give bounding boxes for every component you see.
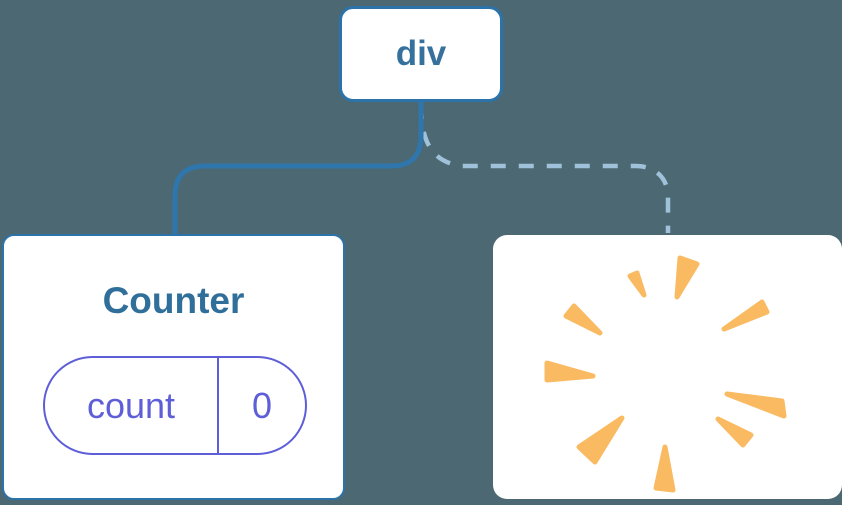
root-node-div: div xyxy=(339,6,503,102)
root-node-label: div xyxy=(395,34,447,73)
poof-ray xyxy=(563,303,603,336)
poof-ray xyxy=(674,255,700,300)
destroyed-component-card xyxy=(493,235,842,499)
poof-ray xyxy=(724,391,787,419)
poof-ray xyxy=(653,444,676,493)
state-pill-divider xyxy=(217,358,219,453)
dashed-connector-line xyxy=(418,103,671,233)
state-value: 0 xyxy=(251,384,273,426)
poof-ray xyxy=(627,270,647,298)
counter-component-card: Counter count 0 xyxy=(2,234,345,500)
poof-icon xyxy=(544,255,787,493)
poof-ray xyxy=(544,360,596,383)
solid-connector-line xyxy=(172,100,424,234)
poof-ray xyxy=(715,416,754,448)
state-pill: count 0 xyxy=(43,356,307,455)
poof-ray xyxy=(721,299,770,332)
poof-ray xyxy=(576,415,625,465)
state-key-label: count xyxy=(86,384,176,426)
counter-title: Counter xyxy=(102,280,245,321)
